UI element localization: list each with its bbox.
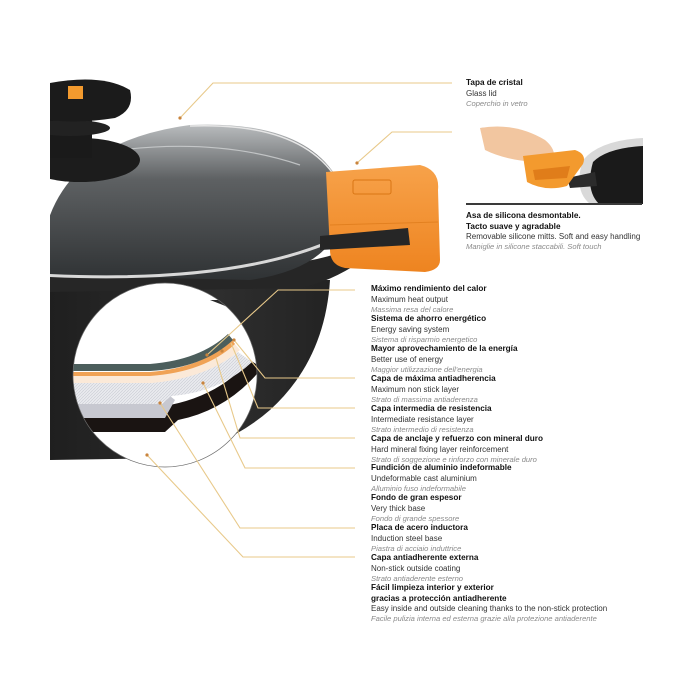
callout-layer-8: Placa de acero inductora Induction steel… bbox=[371, 523, 468, 554]
handle-inset-photo bbox=[475, 120, 643, 204]
label-it: Maggior utilizzazione dell'energia bbox=[371, 364, 483, 374]
label-es: Capa de máxima antiadherencia bbox=[371, 374, 496, 383]
label-es: Capa antiadherente externa bbox=[371, 553, 479, 562]
label-en: Removable silicone mitts. Soft and easy … bbox=[466, 232, 641, 241]
label-es: Fondo de gran espesor bbox=[371, 493, 462, 502]
silicone-handle bbox=[320, 165, 440, 272]
label-es: Tapa de cristal bbox=[466, 78, 523, 87]
label-it: Alluminio fuso indeformabile bbox=[371, 483, 466, 493]
label-es: Capa de anclaje y refuerzo con mineral d… bbox=[371, 434, 543, 443]
inset-divider bbox=[466, 203, 642, 205]
label-it: Coperchio in vetro bbox=[466, 98, 528, 108]
label-es: Fácil limpieza interior y exterior bbox=[371, 583, 494, 592]
label-en: Non-stick outside coating bbox=[371, 563, 461, 573]
label-es: Fundición de aluminio indeformable bbox=[371, 463, 512, 472]
callout-layer-9: Capa antiadherente externa Non-stick out… bbox=[371, 553, 478, 584]
callout-layer-2: Mayor aprovechamiento de la energía Bett… bbox=[371, 344, 518, 375]
callout-silicone-handle: Asa de silicona desmontable. Tacto suave… bbox=[466, 211, 640, 252]
label-en: Energy saving system bbox=[371, 324, 450, 334]
label-en: Undeformable cast aluminium bbox=[371, 473, 477, 483]
callout-layer-7: Fondo de gran espesor Very thick base Fo… bbox=[371, 493, 462, 524]
label-it: Strato di soggezione e rinforzo con mine… bbox=[371, 454, 537, 464]
label-es-2: gracias a protección antiadherente bbox=[371, 593, 507, 603]
callout-layer-1: Sistema de ahorro energético Energy savi… bbox=[371, 314, 486, 345]
label-en: Very thick base bbox=[371, 503, 426, 513]
label-en: Hard mineral fixing layer reinforcement bbox=[371, 444, 509, 454]
label-en: Maximum non stick layer bbox=[371, 384, 460, 394]
label-en: Glass lid bbox=[466, 88, 497, 98]
label-it: Strato antiaderente esterno bbox=[371, 573, 464, 583]
leader-dots bbox=[145, 116, 359, 457]
label-it: Maniglie in silicone staccabili. Soft to… bbox=[466, 242, 602, 251]
label-en: Induction steel base bbox=[371, 533, 443, 543]
label-es: Mayor aprovechamiento de la energía bbox=[371, 344, 518, 353]
label-en: Better use of energy bbox=[371, 354, 444, 364]
label-it: Strato intermedio di resistenza bbox=[371, 424, 474, 434]
label-es: Capa intermedia de resistencia bbox=[371, 404, 492, 413]
label-it: Strato di massima antiaderenza bbox=[371, 394, 478, 404]
label-it: Sistema di risparmio energetico bbox=[371, 334, 478, 344]
callout-glass-lid: Tapa de cristal Glass lid Coperchio in v… bbox=[466, 78, 528, 109]
label-it: Piastra di acciaio induttrice bbox=[371, 543, 462, 553]
label-es: Placa de acero inductora bbox=[371, 523, 468, 532]
callout-layer-4: Capa intermedia de resistencia Intermedi… bbox=[371, 404, 492, 435]
callout-layer-6: Fundición de aluminio indeformable Undef… bbox=[371, 463, 512, 494]
label-es-2: Tacto suave y agradable bbox=[466, 221, 561, 231]
callout-easy-clean: Fácil limpieza interior y exterior graci… bbox=[371, 583, 607, 624]
callout-layer-0: Máximo rendimiento del calor Maximum hea… bbox=[371, 284, 487, 315]
label-es: Sistema de ahorro energético bbox=[371, 314, 487, 323]
label-en: Maximum heat output bbox=[371, 294, 448, 304]
callout-layer-3: Capa de máxima antiadherencia Maximum no… bbox=[371, 374, 496, 405]
label-es: Asa de silicona desmontable. bbox=[466, 211, 581, 220]
label-en: Intermediate resistance layer bbox=[371, 414, 474, 424]
label-it: Fondo di grande spessore bbox=[371, 513, 460, 523]
hand-with-silicone-mitt-image bbox=[475, 120, 643, 204]
label-es: Máximo rendimiento del calor bbox=[371, 284, 487, 293]
callout-layer-5: Capa de anclaje y refuerzo con mineral d… bbox=[371, 434, 543, 465]
label-it: Massima resa del calore bbox=[371, 304, 454, 314]
leader-lines bbox=[146, 82, 452, 558]
logo-badge bbox=[68, 86, 83, 99]
label-it: Facile pulizia interna ed esterna grazie… bbox=[371, 614, 597, 623]
label-en: Easy inside and outside cleaning thanks … bbox=[371, 604, 608, 613]
